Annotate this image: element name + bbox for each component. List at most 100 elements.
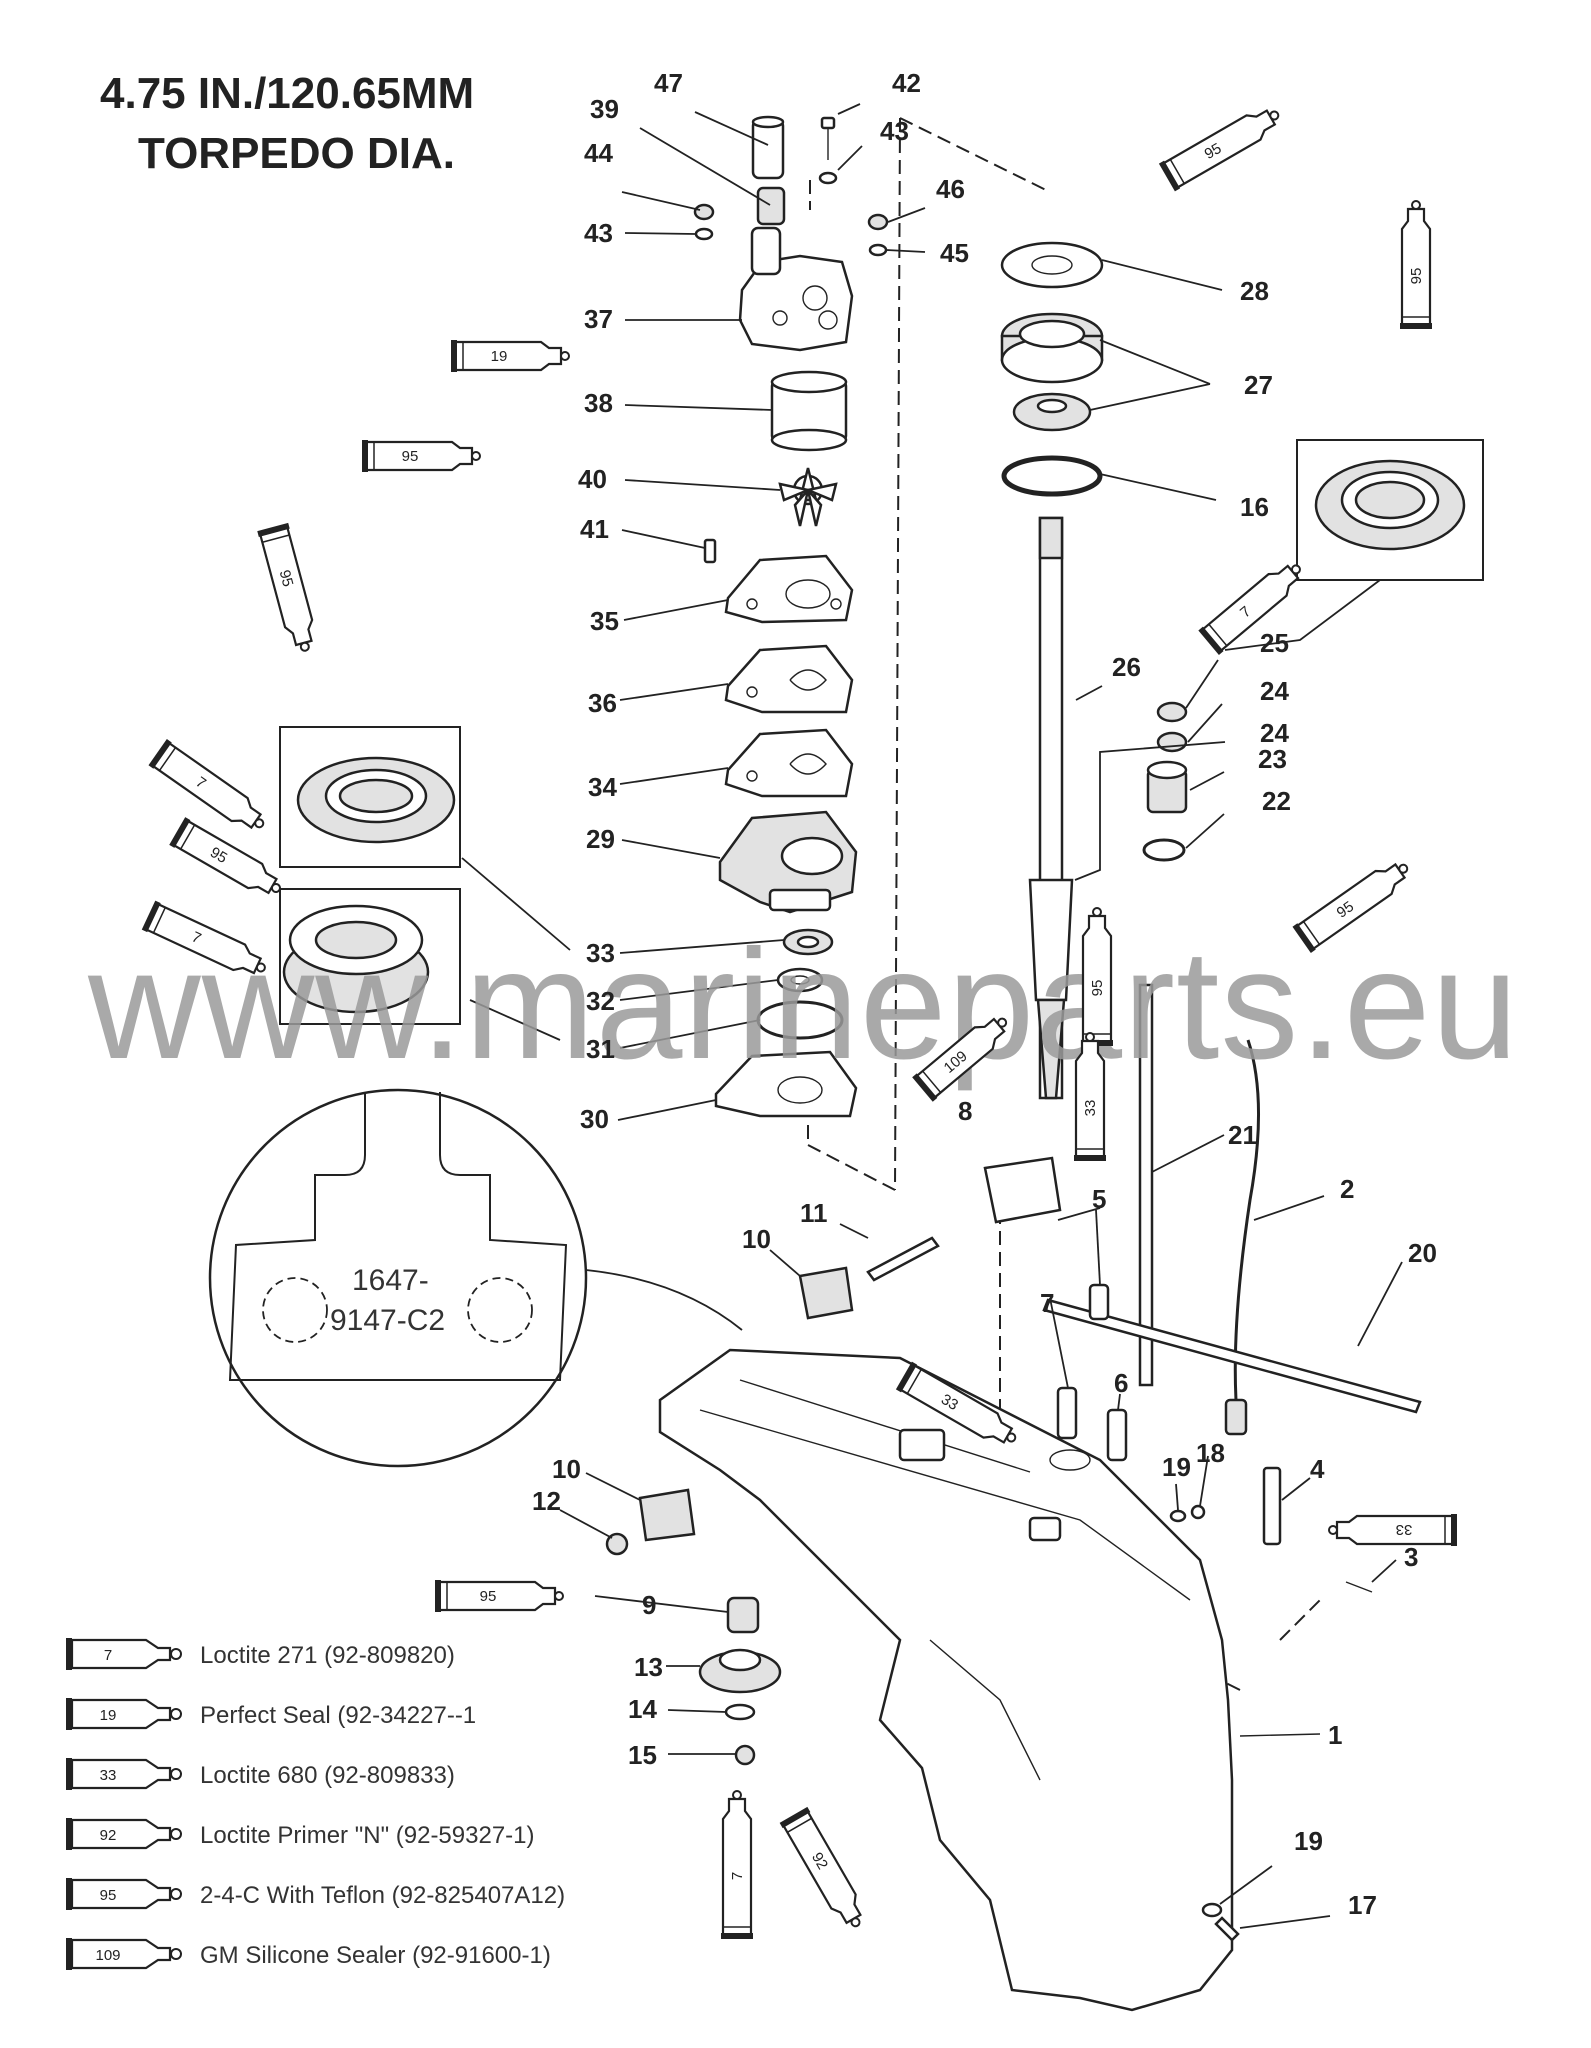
callout-44: 44 <box>584 138 613 168</box>
sealant-tube-109: 109 <box>912 1017 1008 1102</box>
part-8-clip <box>983 1156 1062 1224</box>
callout-7: 7 <box>1040 1288 1054 1318</box>
callout-19-upper: 19 <box>1162 1452 1191 1482</box>
part-47-tube <box>751 118 785 180</box>
part-25-nut <box>1156 701 1188 723</box>
callout-37: 37 <box>584 304 613 334</box>
callout-46: 46 <box>936 174 965 204</box>
part-11-screw <box>866 1236 940 1282</box>
sealant-tube-95-shaft-label: 95 <box>1089 980 1106 997</box>
part-10-anode-lower <box>638 1488 696 1542</box>
part-23-fitting <box>1146 760 1188 814</box>
callout-4: 4 <box>1310 1454 1325 1484</box>
callout-20: 20 <box>1408 1238 1437 1268</box>
bearing-inset-right <box>1296 439 1484 581</box>
part-38-insert <box>770 370 848 452</box>
part-6-fitting <box>1106 1408 1128 1462</box>
callout-8: 8 <box>958 1096 972 1126</box>
callout-18: 18 <box>1196 1438 1225 1468</box>
part-29-pump-base <box>718 810 858 914</box>
part-27-bearing-cup <box>1000 312 1104 384</box>
legend-code: 92 <box>100 1827 117 1844</box>
part-30-plate <box>714 1050 858 1118</box>
part-45-washer <box>868 243 888 257</box>
callout-34: 34 <box>588 772 617 802</box>
part-5-fitting <box>1088 1283 1110 1321</box>
sealant-tube-19-label: 19 <box>491 348 508 365</box>
casting-detail-circle: 1647- 9147-C2 <box>208 1088 743 1468</box>
watermark: www.marineparts.eu <box>87 918 1519 1092</box>
sealant-tube-95-left-mid-label: 95 <box>207 844 230 867</box>
detail-casting-number-line1: 1647- <box>352 1264 429 1297</box>
callout-35: 35 <box>590 606 619 636</box>
callout-19-lower: 19 <box>1294 1826 1323 1856</box>
sealant-tube-95-gear-label: 95 <box>480 1588 497 1605</box>
legend-item: 109 GM Silicone Sealer (92-91600-1) <box>66 1938 551 1970</box>
callout-17: 17 <box>1348 1890 1377 1920</box>
callout-32: 32 <box>586 986 615 1016</box>
driveshaft-assembly <box>1000 241 1422 1593</box>
part-7-fitting <box>1056 1386 1078 1440</box>
sealant-tube-33-housing-label: 33 <box>938 1391 961 1414</box>
callout-43-left: 43 <box>584 218 613 248</box>
sealant-tube-7-right: 7 <box>1198 564 1301 655</box>
part-40-impeller <box>778 467 838 527</box>
legend-code: 19 <box>100 1707 117 1724</box>
part-39-tube <box>756 186 786 226</box>
callout-3: 3 <box>1404 1542 1418 1572</box>
callout-36: 36 <box>588 688 617 718</box>
callout-2: 2 <box>1340 1174 1354 1204</box>
sealant-tube-7-left-upper: 7 <box>148 739 265 830</box>
legend-code: 109 <box>95 1947 120 1964</box>
callout-10-upper: 10 <box>742 1224 771 1254</box>
part-44-nut <box>693 203 715 221</box>
callout-25: 25 <box>1260 628 1289 658</box>
sealant-tube-95-gear: 95 <box>435 1580 564 1612</box>
sealant-tube-95-left-mid: 95 <box>169 817 281 895</box>
part-46-nut <box>867 213 889 231</box>
callout-21: 21 <box>1228 1120 1257 1150</box>
part-41-key <box>703 538 717 564</box>
sealant-tube-95-right-inset: 95 <box>1400 200 1432 329</box>
sealant-tube-33-shaft-label: 33 <box>1082 1100 1099 1117</box>
callout-33: 33 <box>586 938 615 968</box>
callout-39: 39 <box>590 94 619 124</box>
sealant-tube-7-bottom: 7 <box>721 1790 753 1939</box>
callout-15: 15 <box>628 1740 657 1770</box>
sealant-tube-7-bottom-label: 7 <box>729 1872 746 1880</box>
callout-12: 12 <box>532 1486 561 1516</box>
part-21-rod <box>1138 983 1154 1387</box>
callout-numbers: 47 42 39 43 44 46 43 45 28 37 27 38 40 1… <box>532 68 1437 1920</box>
callout-41: 41 <box>580 514 609 544</box>
leader-lines <box>461 103 1403 1929</box>
callout-5: 5 <box>1092 1184 1106 1214</box>
sealant-tube-33-right: 33 <box>1328 1514 1457 1546</box>
sealant-tube-95-right-lower-label: 95 <box>1334 898 1357 921</box>
part-36-face-plate <box>724 644 854 714</box>
sealant-tube-95-right-lower: 95 <box>1292 862 1409 953</box>
legend-description: GM Silicone Sealer (92-91600-1) <box>200 1942 551 1969</box>
callout-28: 28 <box>1240 276 1269 306</box>
part-18-screw <box>1190 1504 1206 1520</box>
legend-description: 2-4-C With Teflon (92-825407A12) <box>200 1882 565 1909</box>
sealant-tube-33-shaft: 33 <box>1074 1032 1106 1161</box>
callout-45: 45 <box>940 238 969 268</box>
water-pump-assembly <box>693 115 889 1118</box>
legend-description: Loctite Primer "N" (92-59327-1) <box>200 1822 535 1849</box>
part-35-gasket <box>724 554 854 624</box>
callout-24-top: 24 <box>1260 676 1289 706</box>
part-17-screw <box>1214 1916 1240 1942</box>
callout-30: 30 <box>580 1104 609 1134</box>
sealant-tube-7-left-lower: 7 <box>141 900 266 975</box>
sealant-tube-92: 92 <box>779 1806 862 1928</box>
legend-description: Loctite 271 (92-809820) <box>200 1642 455 1669</box>
part-19-washer <box>1169 1509 1187 1523</box>
sealant-tube-92-label: 92 <box>808 1850 831 1873</box>
callout-1: 1 <box>1328 1720 1342 1750</box>
part-22-o-ring <box>1142 838 1186 862</box>
title-line-2: TORPEDO DIA. <box>138 129 455 178</box>
part-34-gasket <box>724 728 854 798</box>
sealant-tube-95-left-top-label: 95 <box>276 568 297 589</box>
